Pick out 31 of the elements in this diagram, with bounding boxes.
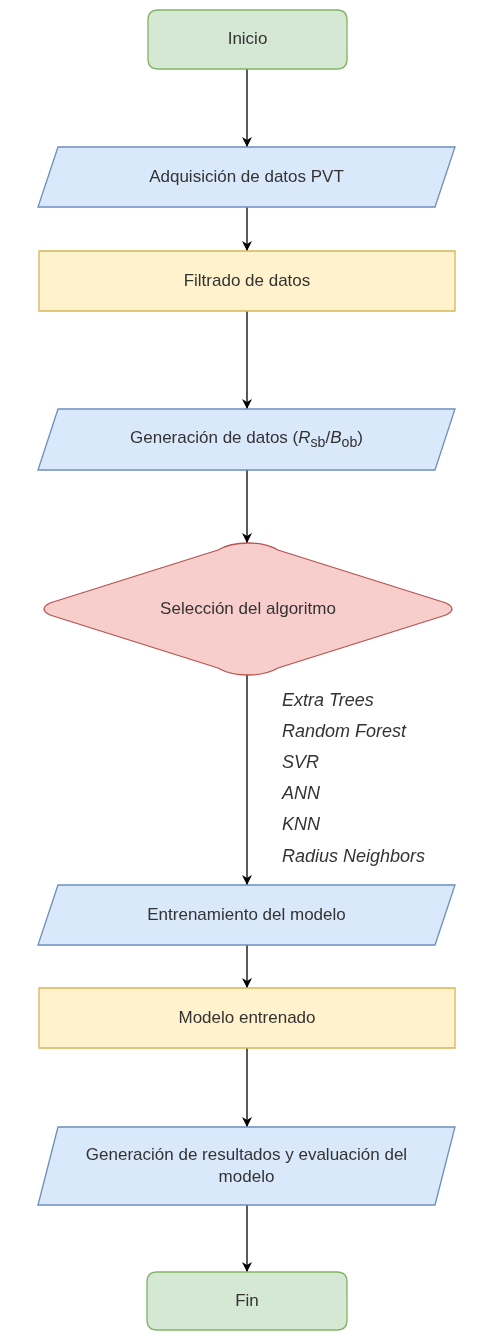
arrow [242, 206, 252, 252]
node-label: Modelo entrenado [177, 1006, 317, 1029]
algorithm-name: SVR [282, 752, 319, 773]
node-label: Generación de datos (R$_{sb}$/B$_{ob}$) [129, 427, 364, 452]
arrow [242, 1204, 252, 1273]
process-box [39, 988, 455, 1048]
arrow [242, 68, 252, 148]
data-parallelogram [38, 147, 455, 207]
algorithm-name: Random Forest [282, 721, 407, 742]
arrow [242, 469, 252, 544]
node-label: Generación de resultados y evaluación del modelo [84, 1143, 409, 1188]
node-label: Inicio [226, 28, 269, 51]
algorithm-name: Extra Trees [282, 690, 374, 711]
arrow [242, 674, 252, 886]
arrow [242, 944, 252, 989]
algorithm-name: ANN [282, 783, 320, 804]
process-box [39, 251, 455, 311]
data-parallelogram [38, 409, 455, 470]
arrow [242, 310, 252, 410]
node-label: Selección del algoritmo [159, 597, 337, 620]
node-label: Filtrado de datos [182, 269, 312, 292]
node-label: Fin [234, 1289, 260, 1312]
algorithm-name: Radius Neighbors [282, 846, 426, 867]
data-parallelogram [38, 885, 455, 945]
arrow [242, 1047, 252, 1128]
terminal-box [147, 1272, 347, 1330]
algorithm-name: KNN [282, 814, 320, 835]
node-label: Adquisición de datos PVT [148, 165, 345, 188]
terminal-box [148, 10, 347, 69]
node-label: Entrenamiento del modelo [146, 903, 347, 926]
data-parallelogram [38, 1127, 455, 1205]
